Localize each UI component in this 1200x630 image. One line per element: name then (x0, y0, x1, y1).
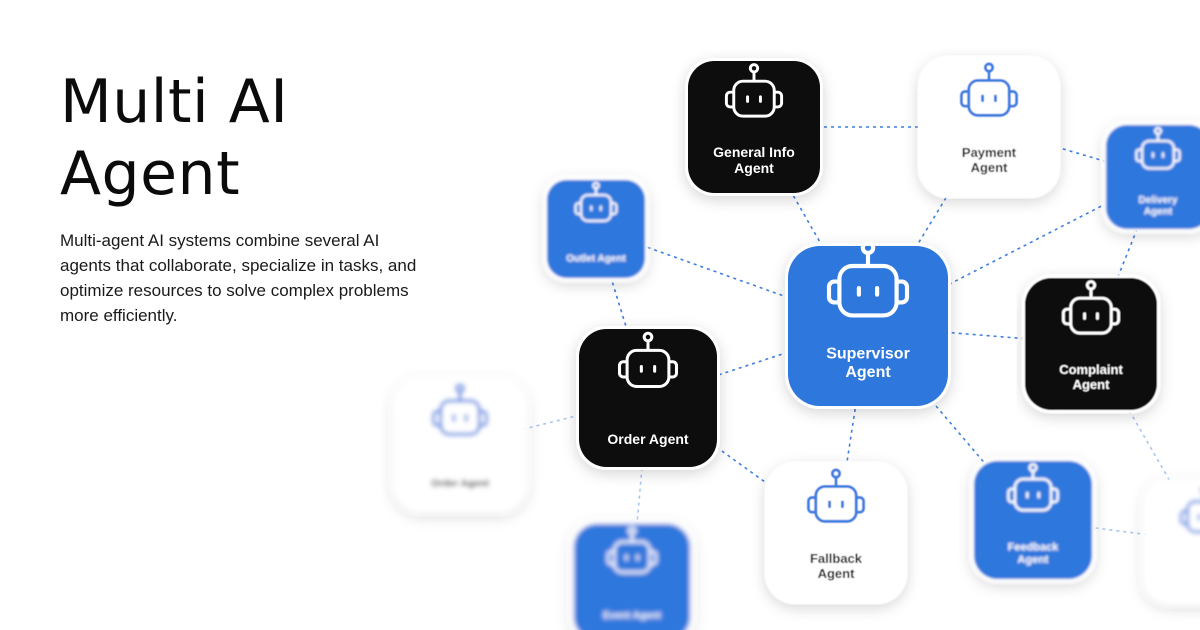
description: Multi-agent AI systems combine several A… (60, 231, 417, 325)
card-background (1146, 483, 1200, 601)
agent-card-event[interactable]: Event Agent (571, 521, 693, 630)
card-background (1106, 125, 1200, 229)
agent-label-line: Agent (1144, 206, 1173, 217)
card-background (574, 524, 690, 630)
card-background (1025, 278, 1157, 410)
agent-label: Event Agent (603, 611, 662, 622)
card-background (547, 180, 645, 278)
agent-card-outlet[interactable]: Outlet Agent (544, 177, 648, 281)
card-background (974, 461, 1092, 579)
agent-label-line: Delivery (1139, 195, 1178, 206)
agent-label-line: Event Agent (603, 611, 662, 622)
agent-label-line: Supervisor (826, 345, 910, 362)
agent-label-line: Agent (1073, 377, 1111, 392)
agent-card-order[interactable]: Order Agent (576, 326, 720, 470)
agent-label-line: Agent (734, 160, 774, 176)
agent-label-line: Agent (818, 566, 856, 581)
card-background (788, 246, 948, 406)
agent-label: Outlet Agent (566, 254, 626, 265)
agent-label-line: Agent (845, 364, 891, 381)
card-background (688, 61, 820, 193)
agent-card-order-far[interactable]: Order Agent (393, 378, 527, 512)
agent-label: Order Agent (607, 431, 688, 447)
agent-label-line: Order Agent (431, 479, 490, 490)
agent-label-line: Feedback (1008, 542, 1060, 554)
card-background (768, 465, 904, 601)
title-line-2: Agent (60, 139, 241, 209)
title-line-1: Multi AI (60, 67, 289, 137)
agent-label-line: Order Agent (607, 431, 688, 447)
agent-label-line: Fallback (810, 551, 863, 566)
agent-label-line: General Info (713, 144, 795, 160)
connection-supervisor-delivery (867, 176, 1159, 327)
page-title: Multi AI Agent (60, 66, 480, 210)
agent-card-partial-right[interactable] (1143, 480, 1200, 604)
agent-label-line: Agent (971, 160, 1009, 175)
agent-label: Order Agent (431, 479, 490, 490)
card-background (579, 329, 717, 467)
agent-label-line: Payment (962, 145, 1017, 160)
card-background (921, 59, 1057, 195)
card-background (396, 381, 524, 509)
agent-label-line: Complaint (1059, 362, 1123, 377)
agent-label-line: Outlet Agent (566, 254, 626, 265)
agent-label-line: Agent (1017, 554, 1049, 566)
